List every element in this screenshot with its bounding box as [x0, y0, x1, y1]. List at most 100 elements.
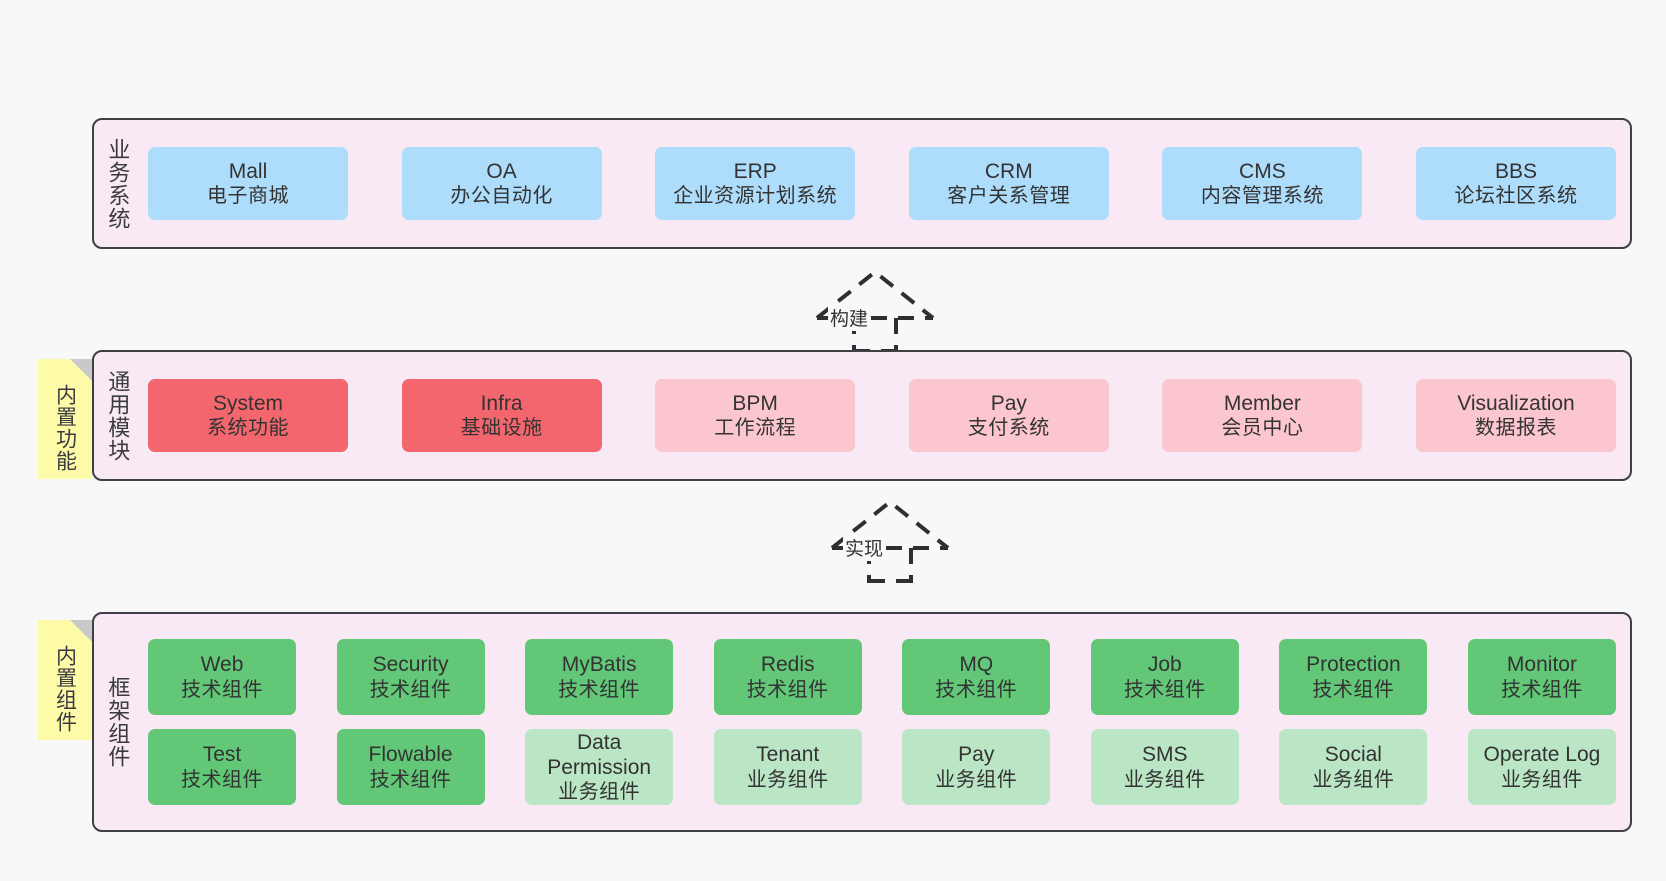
- card-title-en: CRM: [984, 159, 1033, 183]
- layer-business-systems: 业务系统 Mall 电子商城 OA 办公自动化 ERP 企业资源计划系统 CRM…: [92, 118, 1632, 249]
- card-title-en: MyBatis: [561, 653, 637, 677]
- card-infra[interactable]: Infra 基础设施: [401, 379, 602, 452]
- card-mybatis[interactable]: MyBatis 技术组件: [525, 639, 674, 715]
- card-title-cn: 技术组件: [746, 678, 829, 701]
- connector-build: 构建: [800, 268, 950, 353]
- card-title-en: ERP: [733, 159, 777, 183]
- card-flowable[interactable]: Flowable 技术组件: [336, 729, 485, 805]
- card-title-en: Security: [372, 653, 449, 677]
- card-row: Mall 电子商城 OA 办公自动化 ERP 企业资源计划系统 CRM 客户关系…: [148, 147, 1616, 220]
- realization-arrow-icon: [830, 499, 950, 583]
- card-bbs[interactable]: BBS 论坛社区系统: [1415, 147, 1616, 220]
- card-row: System 系统功能 Infra 基础设施 BPM 工作流程 Pay 支付系统…: [148, 379, 1616, 452]
- card-social[interactable]: Social 业务组件: [1279, 729, 1428, 805]
- layer-common-modules: 通用模块 System 系统功能 Infra 基础设施 BPM 工作流程 Pay…: [92, 350, 1632, 481]
- card-title-en: Pay: [958, 743, 995, 767]
- card-title-en: SMS: [1142, 743, 1188, 767]
- layer-common-modules-title: 通用模块: [105, 369, 131, 462]
- card-title-cn: 技术组件: [935, 678, 1018, 701]
- card-title-en: Visualization: [1457, 391, 1575, 415]
- connector-implement-label: 实现: [843, 534, 886, 561]
- card-system[interactable]: System 系统功能: [148, 379, 348, 452]
- card-title-cn: 客户关系管理: [947, 185, 1071, 208]
- card-title-cn: 内容管理系统: [1200, 185, 1324, 208]
- card-data-permission[interactable]: Data Permission 业务组件: [525, 729, 674, 805]
- card-title-cn: 会员中心: [1221, 417, 1304, 440]
- layer-common-modules-body: System 系统功能 Infra 基础设施 BPM 工作流程 Pay 支付系统…: [140, 352, 1630, 479]
- card-title-en: Mall: [228, 159, 268, 183]
- card-mall[interactable]: Mall 电子商城: [148, 147, 348, 220]
- card-title-cn: 支付系统: [967, 417, 1050, 440]
- note-fold-corner-icon: [70, 359, 92, 381]
- card-title-cn: 技术组件: [181, 678, 263, 701]
- card-title-en: Social: [1324, 743, 1382, 767]
- card-mq[interactable]: MQ 技术组件: [902, 639, 1051, 715]
- card-title-cn: 电子商城: [207, 185, 289, 208]
- card-title-en: System: [212, 391, 283, 415]
- card-erp[interactable]: ERP 企业资源计划系统: [655, 147, 856, 220]
- card-title-cn: 企业资源计划系统: [673, 185, 838, 208]
- card-web[interactable]: Web 技术组件: [148, 639, 296, 715]
- card-title-cn: 技术组件: [1500, 678, 1583, 701]
- card-pay-component[interactable]: Pay 业务组件: [902, 729, 1051, 805]
- layer-framework-components: 框架组件 Web 技术组件 Security 技术组件 MyBatis 技术组件…: [92, 612, 1632, 832]
- card-redis[interactable]: Redis 技术组件: [713, 639, 862, 715]
- connector-implement: 实现: [815, 498, 965, 583]
- layer-business-systems-body: Mall 电子商城 OA 办公自动化 ERP 企业资源计划系统 CRM 客户关系…: [140, 120, 1630, 247]
- note-builtin-component-text: 内置组件: [53, 645, 77, 733]
- card-title-en: Data Permission: [547, 730, 652, 779]
- card-title-cn: 技术组件: [1312, 678, 1395, 701]
- card-title-en: Operate Log: [1483, 743, 1601, 767]
- layer-framework-components-title: 框架组件: [105, 676, 131, 768]
- card-row: Test 技术组件 Flowable 技术组件 Data Permission …: [148, 729, 1616, 805]
- card-operate-log[interactable]: Operate Log 业务组件: [1467, 729, 1616, 805]
- card-sms[interactable]: SMS 业务组件: [1090, 729, 1239, 805]
- card-title-en: OA: [486, 159, 517, 183]
- card-pay-module[interactable]: Pay 支付系统: [908, 379, 1109, 452]
- connector-build-label: 构建: [828, 304, 871, 331]
- card-protection[interactable]: Protection 技术组件: [1279, 639, 1428, 715]
- note-fold-corner-icon: [70, 620, 92, 642]
- card-oa[interactable]: OA 办公自动化: [401, 147, 602, 220]
- card-title-cn: 基础设施: [460, 417, 543, 440]
- card-monitor[interactable]: Monitor 技术组件: [1467, 639, 1616, 715]
- card-title-en: Protection: [1306, 653, 1401, 677]
- card-title-cn: 系统功能: [207, 417, 289, 440]
- card-title-en: BPM: [732, 391, 778, 415]
- card-title-cn: 业务组件: [1312, 768, 1395, 791]
- layer-framework-components-body: Web 技术组件 Security 技术组件 MyBatis 技术组件 Redi…: [140, 614, 1630, 830]
- card-title-cn: 技术组件: [369, 678, 452, 701]
- card-title-en: Flowable: [368, 743, 453, 767]
- card-security[interactable]: Security 技术组件: [336, 639, 485, 715]
- card-title-cn: 业务组件: [1123, 768, 1206, 791]
- note-builtin-function: 内置功能: [38, 359, 92, 479]
- realization-arrow-icon: [815, 269, 935, 353]
- card-member[interactable]: Member 会员中心: [1162, 379, 1363, 452]
- card-bpm[interactable]: BPM 工作流程: [655, 379, 856, 452]
- note-builtin-function-text: 内置功能: [53, 384, 77, 472]
- card-title-cn: 论坛社区系统: [1454, 185, 1578, 208]
- card-crm[interactable]: CRM 客户关系管理: [908, 147, 1109, 220]
- card-title-cn: 业务组件: [1500, 768, 1583, 791]
- card-visualization[interactable]: Visualization 数据报表: [1415, 379, 1616, 452]
- card-row: Web 技术组件 Security 技术组件 MyBatis 技术组件 Redi…: [148, 639, 1616, 715]
- card-title-en: Redis: [760, 653, 815, 677]
- card-cms[interactable]: CMS 内容管理系统: [1162, 147, 1363, 220]
- card-test[interactable]: Test 技术组件: [148, 729, 296, 805]
- card-title-en: Pay: [990, 391, 1027, 415]
- card-title-cn: 技术组件: [181, 768, 263, 791]
- card-title-cn: 业务组件: [935, 768, 1018, 791]
- note-builtin-component: 内置组件: [38, 620, 92, 740]
- card-title-cn: 技术组件: [558, 678, 641, 701]
- card-title-cn: 数据报表: [1474, 417, 1557, 440]
- card-job[interactable]: Job 技术组件: [1090, 639, 1239, 715]
- card-title-en: Monitor: [1506, 653, 1577, 677]
- card-title-en: Web: [200, 653, 244, 677]
- card-title-en: MQ: [959, 653, 994, 677]
- card-title-cn: 业务组件: [558, 781, 641, 804]
- card-title-en: Test: [202, 743, 242, 767]
- card-title-en: CMS: [1239, 159, 1286, 183]
- card-tenant[interactable]: Tenant 业务组件: [713, 729, 862, 805]
- card-title-cn: 办公自动化: [450, 185, 553, 208]
